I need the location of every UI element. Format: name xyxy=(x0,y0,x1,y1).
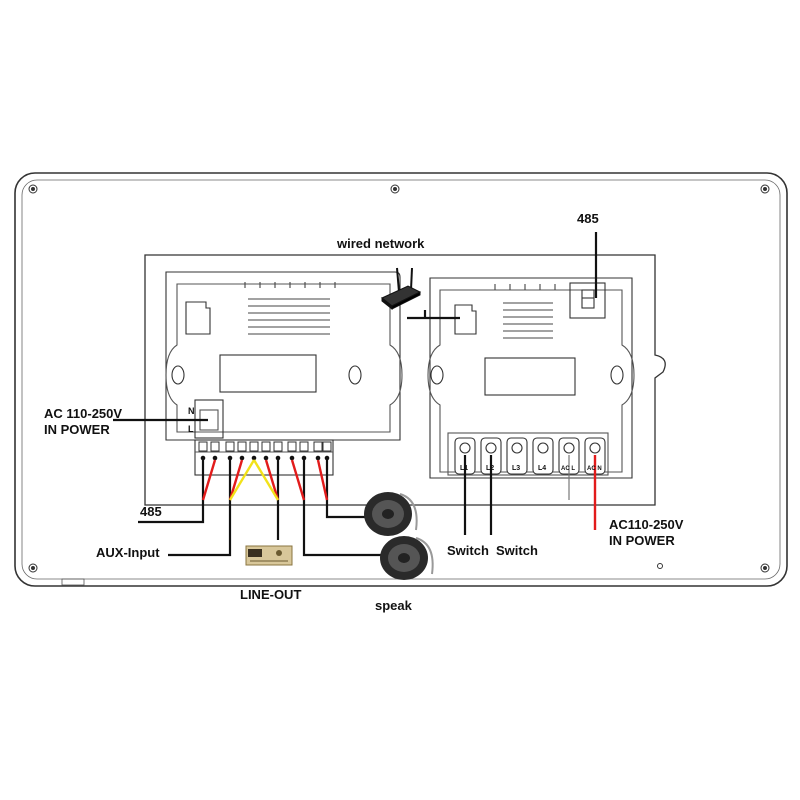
amplifier-icon xyxy=(245,545,293,566)
wire-red xyxy=(201,455,597,530)
label-switch-2: Switch xyxy=(496,543,538,558)
label-wired-network: wired network xyxy=(337,236,425,251)
terminal-label-l3: L3 xyxy=(512,465,520,472)
label-ac-power-left-2: IN POWER xyxy=(44,422,110,437)
terminal-label-acn: AC N xyxy=(587,466,602,472)
label-speak: speak xyxy=(375,598,412,613)
label-ac-power-right-2: IN POWER xyxy=(609,533,675,548)
terminal-label-acl: AC L xyxy=(561,466,575,472)
terminal-label-l: L xyxy=(188,424,194,434)
label-line-out: LINE-OUT xyxy=(240,587,302,602)
label-485-left: 485 xyxy=(140,504,162,519)
terminal-label-n: N xyxy=(188,406,195,416)
screw-icon xyxy=(28,184,770,573)
speaker-icon xyxy=(364,492,418,536)
router-icon xyxy=(381,267,422,311)
speaker-icon xyxy=(380,536,434,580)
device-housing xyxy=(14,172,788,587)
right-module xyxy=(427,277,635,479)
terminal-label-l4: L4 xyxy=(538,465,546,472)
terminal-label-l1: L1 xyxy=(460,465,468,472)
label-aux-input: AUX-Input xyxy=(96,545,160,560)
label-485-right: 485 xyxy=(577,211,599,226)
terminal-post xyxy=(454,437,606,475)
label-switch-1: Switch xyxy=(447,543,489,558)
label-ac-power-left-1: AC 110-250V xyxy=(44,406,123,421)
wire-black xyxy=(113,232,598,557)
terminal-screw xyxy=(198,441,332,452)
wire-yellow xyxy=(228,459,280,501)
terminal-label-l2: L2 xyxy=(486,465,494,472)
back-plate xyxy=(144,254,666,506)
label-ac-power-right-1: AC110-250V xyxy=(609,517,684,532)
